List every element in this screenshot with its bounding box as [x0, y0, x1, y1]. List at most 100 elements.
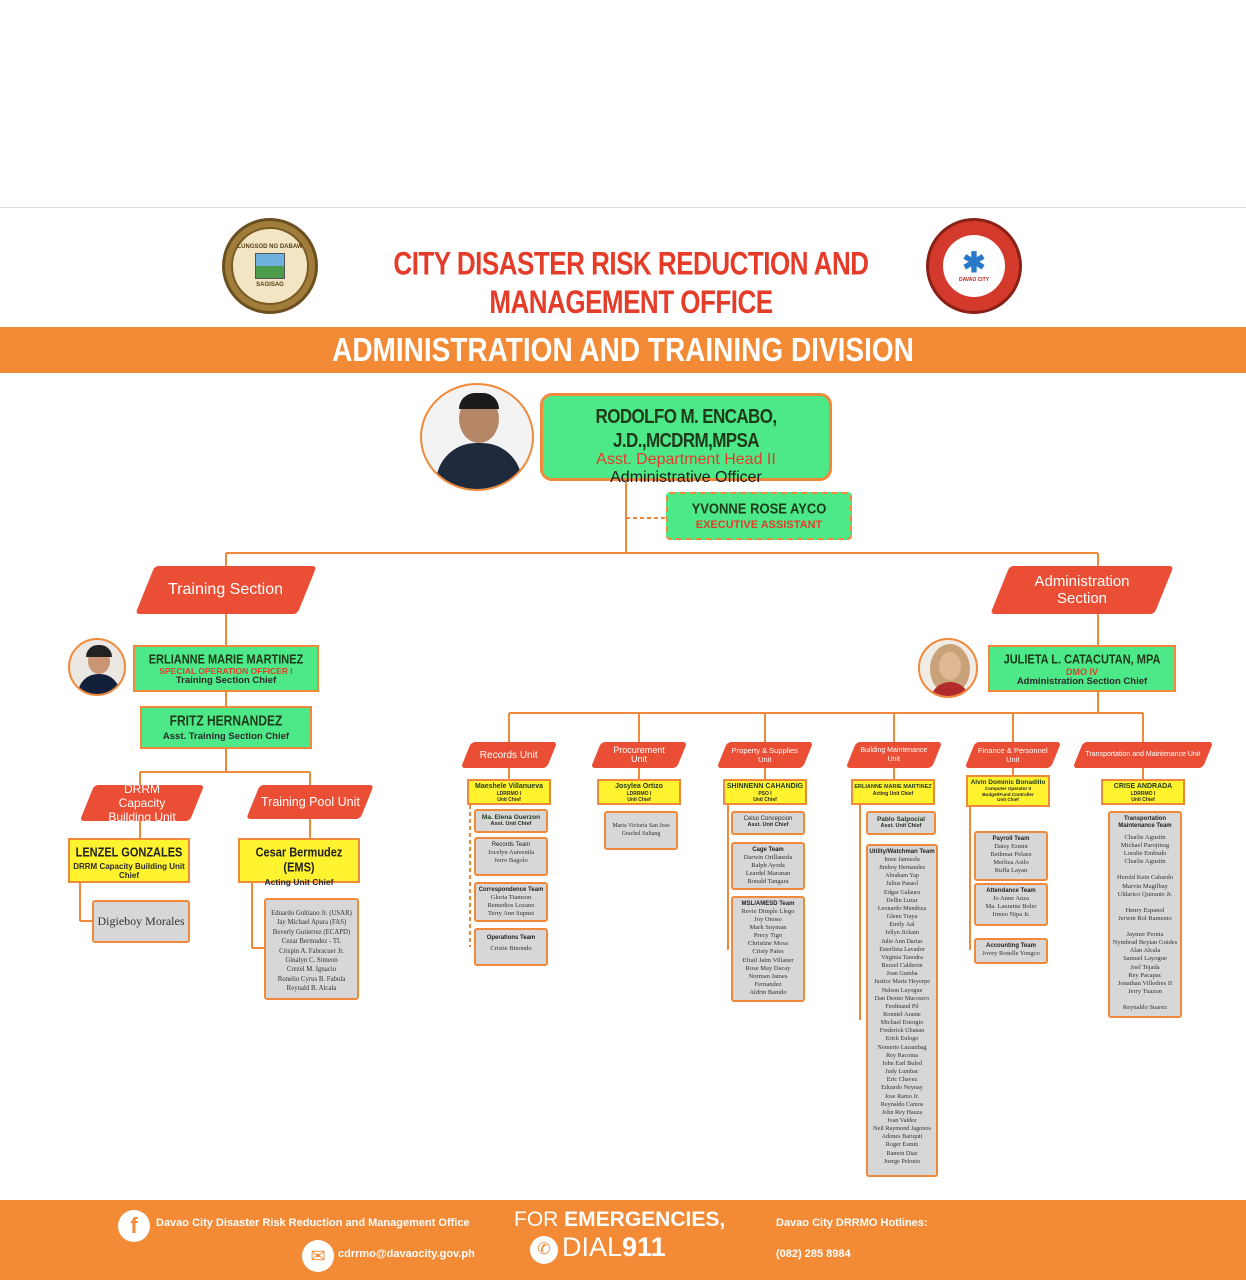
seal-subtext: SAGISAG — [256, 282, 284, 288]
training-asst-role: Asst. Training Section Chief — [162, 730, 290, 742]
team-box: Records Team Jocelyn Auresnila Jerro Bag… — [474, 837, 548, 876]
team-box: Maria Victoria San Jose Grachel Sultang — [604, 811, 678, 850]
asst-unit-chief: Pablo Salpocial Asst. Unit Chief — [866, 811, 936, 835]
admin-unit-tag: Finance & Personnel Unit — [964, 742, 1062, 768]
team-box: Accounting Team Jovey Roselle Yongco — [974, 938, 1048, 964]
team-title: Payroll Team — [992, 836, 1030, 842]
asst-unit-chief-role: Asst. Unit Chief — [747, 822, 789, 828]
email-link[interactable]: cdrrmo@davaocity.gov.ph — [338, 1248, 475, 1260]
unit-chief-name: LENZEL GONZALES — [75, 846, 183, 860]
unit-chief-card: Alvin Dominic Bonadillo Computer Operato… — [966, 775, 1050, 807]
team-title: Operations Team — [486, 935, 536, 941]
team-title: Records Team — [491, 842, 531, 848]
asst-unit-chief-name: Pablo Salpocial — [876, 816, 926, 823]
hotlines-label: Davao City DRRMO Hotlines: — [776, 1217, 928, 1229]
training-chief-photo — [68, 638, 126, 696]
team-members: Maria Victoria San Jose Grachel Sultang — [612, 823, 670, 838]
facebook-icon[interactable]: f — [118, 1210, 150, 1242]
assistant-role: EXECUTIVE ASSISTANT — [695, 518, 823, 531]
training-chief-card: ERLIANNE MARIE MARTINEZ SPECIAL OPERATIO… — [133, 645, 319, 692]
member-list: Eduardo Gultiano Jr. (USAR) Jay Michael … — [264, 898, 359, 1000]
unit-chief-card: Josylea Ortizo LDRRMO I Unit Chief — [597, 779, 681, 805]
admin-unit-label: Procurement Unit — [613, 745, 665, 764]
training-asst-name: FRITZ HERNANDEZ — [169, 712, 283, 730]
admin-unit-tag: Procurement Unit — [590, 742, 688, 768]
training-asst-card: FRITZ HERNANDEZ Asst. Training Section C… — [140, 706, 312, 749]
office-title: CITY DISASTER RISK REDUCTION AND MANAGEM… — [393, 244, 869, 321]
team-members: Jocelyn Auresnila Jerro Bagolo — [487, 849, 535, 865]
training-chief-role-2: Training Section Chief — [175, 675, 277, 687]
member-names: Digieboy Morales — [97, 914, 185, 928]
head-role-1: Asst. Department Head II — [596, 451, 776, 469]
team-box: MSL/AMESD Team Revie Dimple Llego Joy On… — [731, 896, 805, 1002]
unit-chief-role: Acting Unit Chief — [264, 877, 334, 888]
unit-chief-name: ERLIANNE MARIE MARTINEZ — [854, 784, 932, 790]
team-title: Attendance Team — [986, 888, 1036, 894]
team-members: Daisy Esmin Bethmar Pelaez Merliza Asilo… — [990, 843, 1032, 875]
asst-unit-chief-name: Ma. Elena Guerzon — [481, 814, 541, 821]
team-title: Cage Team — [752, 847, 784, 853]
unit-chief-card: SHINNENN CAHANDIG PSO I Unit Chief — [723, 779, 807, 805]
unit-chief-card: Cesar Bermudez (EMS) Acting Unit Chief — [238, 838, 360, 887]
member-list: Digieboy Morales — [92, 900, 190, 943]
hotline-number[interactable]: (082) 285 8984 — [776, 1248, 851, 1260]
footer-bar: f Davao City Disaster Risk Reduction and… — [0, 1200, 1246, 1280]
head-role-2: Administrative Officer — [610, 469, 762, 487]
team-members: Darwin Orillaneda Ralph Ayoda Leardel Ma… — [743, 854, 793, 886]
training-unit-tag: Training Pool Unit — [246, 785, 374, 819]
admin-chief-role-2: Administration Section Chief — [1016, 675, 1148, 687]
admin-unit-label: Finance & Personnel Unit — [978, 745, 1048, 764]
team-members: Charlie Agustin Michael Parojinog Lorali… — [1112, 834, 1178, 1011]
admin-unit-tag: Transportation and Maintenance Unit — [1072, 742, 1214, 768]
asst-unit-chief: Ma. Elena Guerzon Asst. Unit Chief — [474, 809, 548, 833]
admin-unit-label: Records Unit — [480, 749, 538, 761]
team-members: Jo Anne Anza Ma. Lauraine Boler Irmeo Ni… — [985, 895, 1037, 919]
training-unit-tag: DRRM Capacity Building Unit — [79, 782, 205, 824]
unit-chief-role: LDRRMO I Unit Chief — [496, 791, 522, 804]
unit-chief-role: DRRM Capacity Building Unit Chief — [73, 861, 185, 880]
training-unit-label: DRRM Capacity Building Unit — [108, 782, 176, 824]
admin-unit-tag: Building Maintenance Unit — [845, 742, 943, 768]
unit-chief-role: LDRRMO I Unit Chief — [626, 791, 652, 804]
unit-chief-name: Alvin Dominic Bonadillo — [970, 779, 1046, 786]
team-members: Gloria Tiamson Remedios Lozano Terry Ann… — [487, 894, 535, 918]
facebook-page-link[interactable]: Davao City Disaster Risk Reduction and M… — [156, 1217, 470, 1229]
unit-chief-role: Computer Operator II Budget/Fund Control… — [982, 786, 1034, 803]
emergency-prefix: FOR — [514, 1208, 565, 1231]
administration-section-label: Administration Section — [1034, 573, 1130, 607]
unit-chief-name: SHINNENN CAHANDIG — [726, 783, 804, 790]
team-title: Transportation Maintenance Team — [1118, 816, 1172, 829]
unit-chief-card: ERLIANNE MARIE MARTINEZ Acting Unit Chie… — [851, 779, 935, 805]
training-section-tag: Training Section — [135, 566, 317, 614]
admin-chief-card: JULIETA L. CATACUTAN, MPA DMO IV Adminis… — [988, 645, 1176, 692]
asst-unit-chief-role: Asst. Unit Chief — [490, 821, 532, 827]
dial-prefix: DIAL — [562, 1232, 623, 1262]
unit-chief-role: LDRRMO I Unit Chief — [1130, 791, 1156, 804]
team-box: Attendance Team Jo Anne Anza Ma. Laurain… — [974, 883, 1048, 926]
dial-number: 911 — [622, 1232, 666, 1262]
seal-text: DAVAO CITY — [958, 277, 990, 283]
member-names: Eduardo Gultiano Jr. (USAR) Jay Michael … — [271, 910, 352, 993]
seal-text: LUNGSOD NG DABAW — [237, 244, 303, 250]
team-members: Jovey Roselle Yongco — [982, 950, 1040, 957]
asst-unit-chief: Celso Concepcion Asst. Unit Chief — [731, 811, 805, 835]
asst-unit-chief-name: Celso Concepcion — [743, 816, 793, 822]
head-card: RODOLFO M. ENCABO, J.D.,MCDRM,MPSA Asst.… — [540, 393, 832, 486]
phone-icon: ✆ — [530, 1236, 558, 1264]
asst-unit-chief-role: Asst. Unit Chief — [880, 823, 922, 829]
administration-section-tag: Administration Section — [990, 566, 1174, 614]
team-title: MSL/AMESD Team — [741, 901, 795, 907]
team-box: Payroll Team Daisy Esmin Bethmar Pelaez … — [974, 831, 1048, 881]
assistant-name: YVONNE ROSE AYCO — [691, 499, 827, 517]
head-photo — [420, 383, 534, 491]
admin-unit-tag: Property & Supplies Unit — [716, 742, 814, 768]
admin-chief-name: JULIETA L. CATACUTAN, MPA — [1003, 652, 1161, 668]
unit-chief-name: CRISE ANDRADA — [1113, 783, 1173, 790]
team-title: Correspondence Team — [478, 887, 544, 893]
team-box: Correspondence Team Gloria Tiamson Remed… — [474, 882, 548, 922]
head-name: RODOLFO M. ENCABO, J.D.,MCDRM,MPSA — [595, 405, 778, 452]
team-box: Utility/Watchman Team Imee Jamisola Jimb… — [866, 844, 938, 1177]
training-chief-role-1: SPECIAL OPERATION OFFICER I — [159, 665, 293, 676]
email-icon[interactable]: ✉ — [302, 1240, 334, 1272]
